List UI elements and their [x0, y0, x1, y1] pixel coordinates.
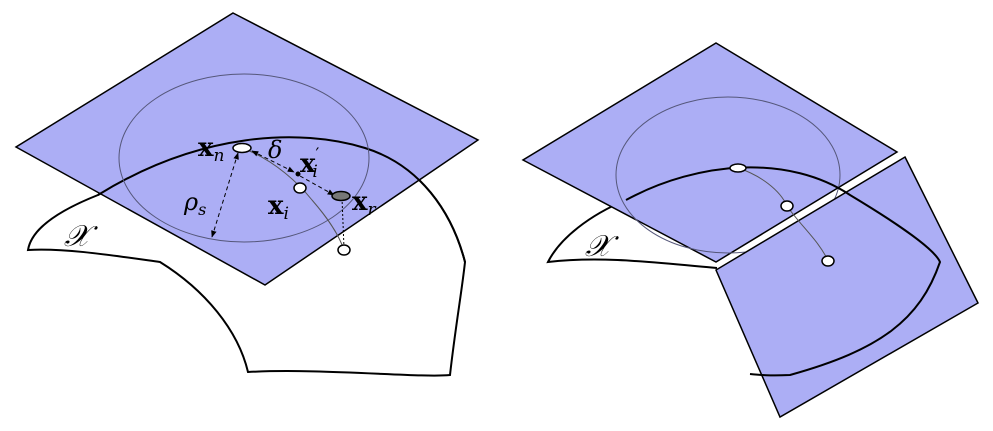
label-x-i-prime: x′i: [300, 145, 320, 182]
right-point-2: [780, 200, 794, 212]
point-x-i-prime: [295, 171, 301, 177]
right-tangent-plane-2: [715, 155, 979, 419]
label-x-r: xr: [352, 187, 377, 220]
left-projection-line: [341, 197, 345, 249]
right-panel: 𝒳: [521, 42, 979, 419]
right-tangent-plane-1: [521, 42, 899, 263]
point-x-n: [232, 142, 252, 154]
right-manifold-edge-over-planes: [625, 166, 942, 377]
rho-radius-arrow: [211, 152, 239, 238]
left-neighborhood-circle: [118, 73, 370, 243]
point-x-r: [331, 190, 351, 202]
label-delta: δ: [268, 136, 282, 164]
left-panel: 𝒳 xn δ x′i xi xr ρs: [14, 12, 480, 377]
left-manifold-edge-over-plane: [97, 136, 466, 263]
right-point-1: [729, 163, 747, 173]
label-x-n: xn: [198, 133, 224, 166]
right-neighborhood-circle: [615, 96, 841, 254]
label-x-i: xi: [268, 191, 289, 224]
label-manifold-right: 𝒳: [585, 229, 619, 264]
point-x-i: [293, 182, 307, 194]
point-on-manifold-left: [337, 244, 351, 256]
right-manifold-lower-left: [546, 199, 718, 269]
delta-arrow: [251, 150, 295, 173]
right-point-3: [821, 255, 835, 267]
label-rho-s: ρs: [183, 188, 206, 219]
